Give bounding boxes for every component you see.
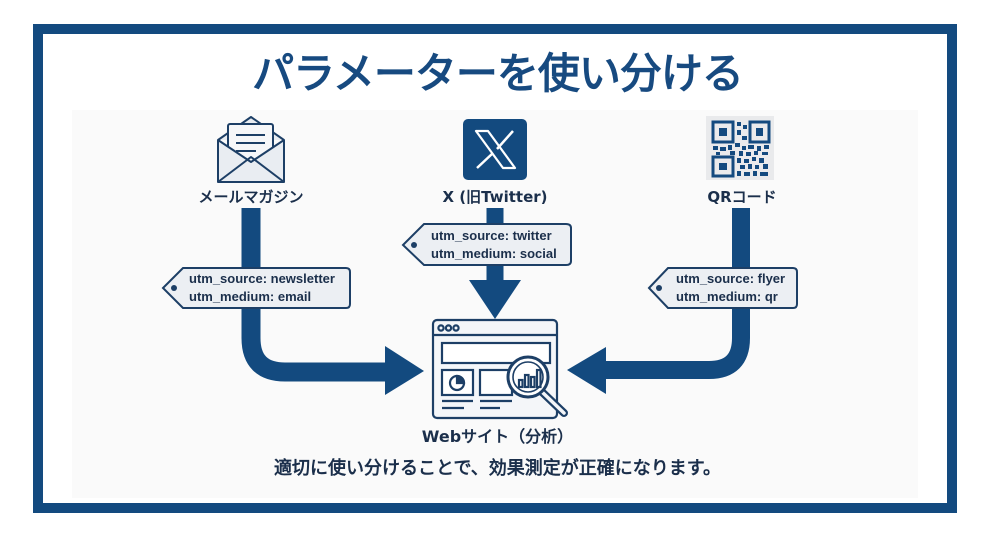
newsletter-tag-text: utm_source: newsletter utm_medium: email — [189, 270, 335, 306]
tag-hole — [411, 242, 417, 248]
newsletter-flow-arrow — [241, 208, 424, 395]
page-title: パラメーターを使い分ける — [252, 49, 744, 98]
utm-source-value: utm_source: flyer — [676, 271, 786, 286]
qr-arrow-shaft — [598, 208, 750, 379]
utm-source-value: utm_source: newsletter — [189, 271, 335, 286]
tag-hole — [171, 285, 177, 291]
qr-flow-arrow — [567, 208, 750, 394]
tag-shape — [401, 223, 572, 266]
envelope-icon — [217, 116, 285, 183]
twitter-tag-text: utm_source: twitter utm_medium: social — [431, 227, 557, 263]
footer-caption: 適切に使い分けることで、効果測定が正確になります。 — [274, 458, 721, 479]
qr-tag — [647, 267, 798, 309]
magnifier-icon — [506, 355, 568, 417]
newsletter-arrow-shaft — [241, 208, 392, 382]
utm-source-value: utm_source: twitter — [431, 228, 552, 243]
utm-medium-value: utm_medium: email — [189, 289, 312, 304]
qr-arrow-head — [567, 347, 606, 394]
web-analytics-icon — [431, 318, 568, 420]
parameter-tags — [161, 223, 798, 309]
qr-code-icon — [706, 116, 774, 180]
tag-hole — [656, 285, 662, 291]
destination-label: Webサイト（分析） — [421, 427, 574, 446]
utm-medium-value: utm_medium: qr — [676, 289, 778, 304]
x-logo-icon — [463, 119, 527, 180]
newsletter-arrow-head — [385, 346, 424, 395]
utm-medium-value: utm_medium: social — [431, 246, 557, 261]
source-label-twitter: X (旧Twitter) — [442, 188, 548, 206]
twitter-arrow-head — [469, 280, 521, 319]
tag-shape — [161, 267, 351, 309]
source-label-qr: QRコード — [707, 188, 777, 206]
twitter-tag — [401, 223, 572, 266]
tag-shape — [647, 267, 798, 309]
qr-tag-text: utm_source: flyer utm_medium: qr — [676, 270, 785, 306]
newsletter-tag — [161, 267, 351, 309]
source-label-newsletter: メールマガジン — [198, 188, 304, 206]
